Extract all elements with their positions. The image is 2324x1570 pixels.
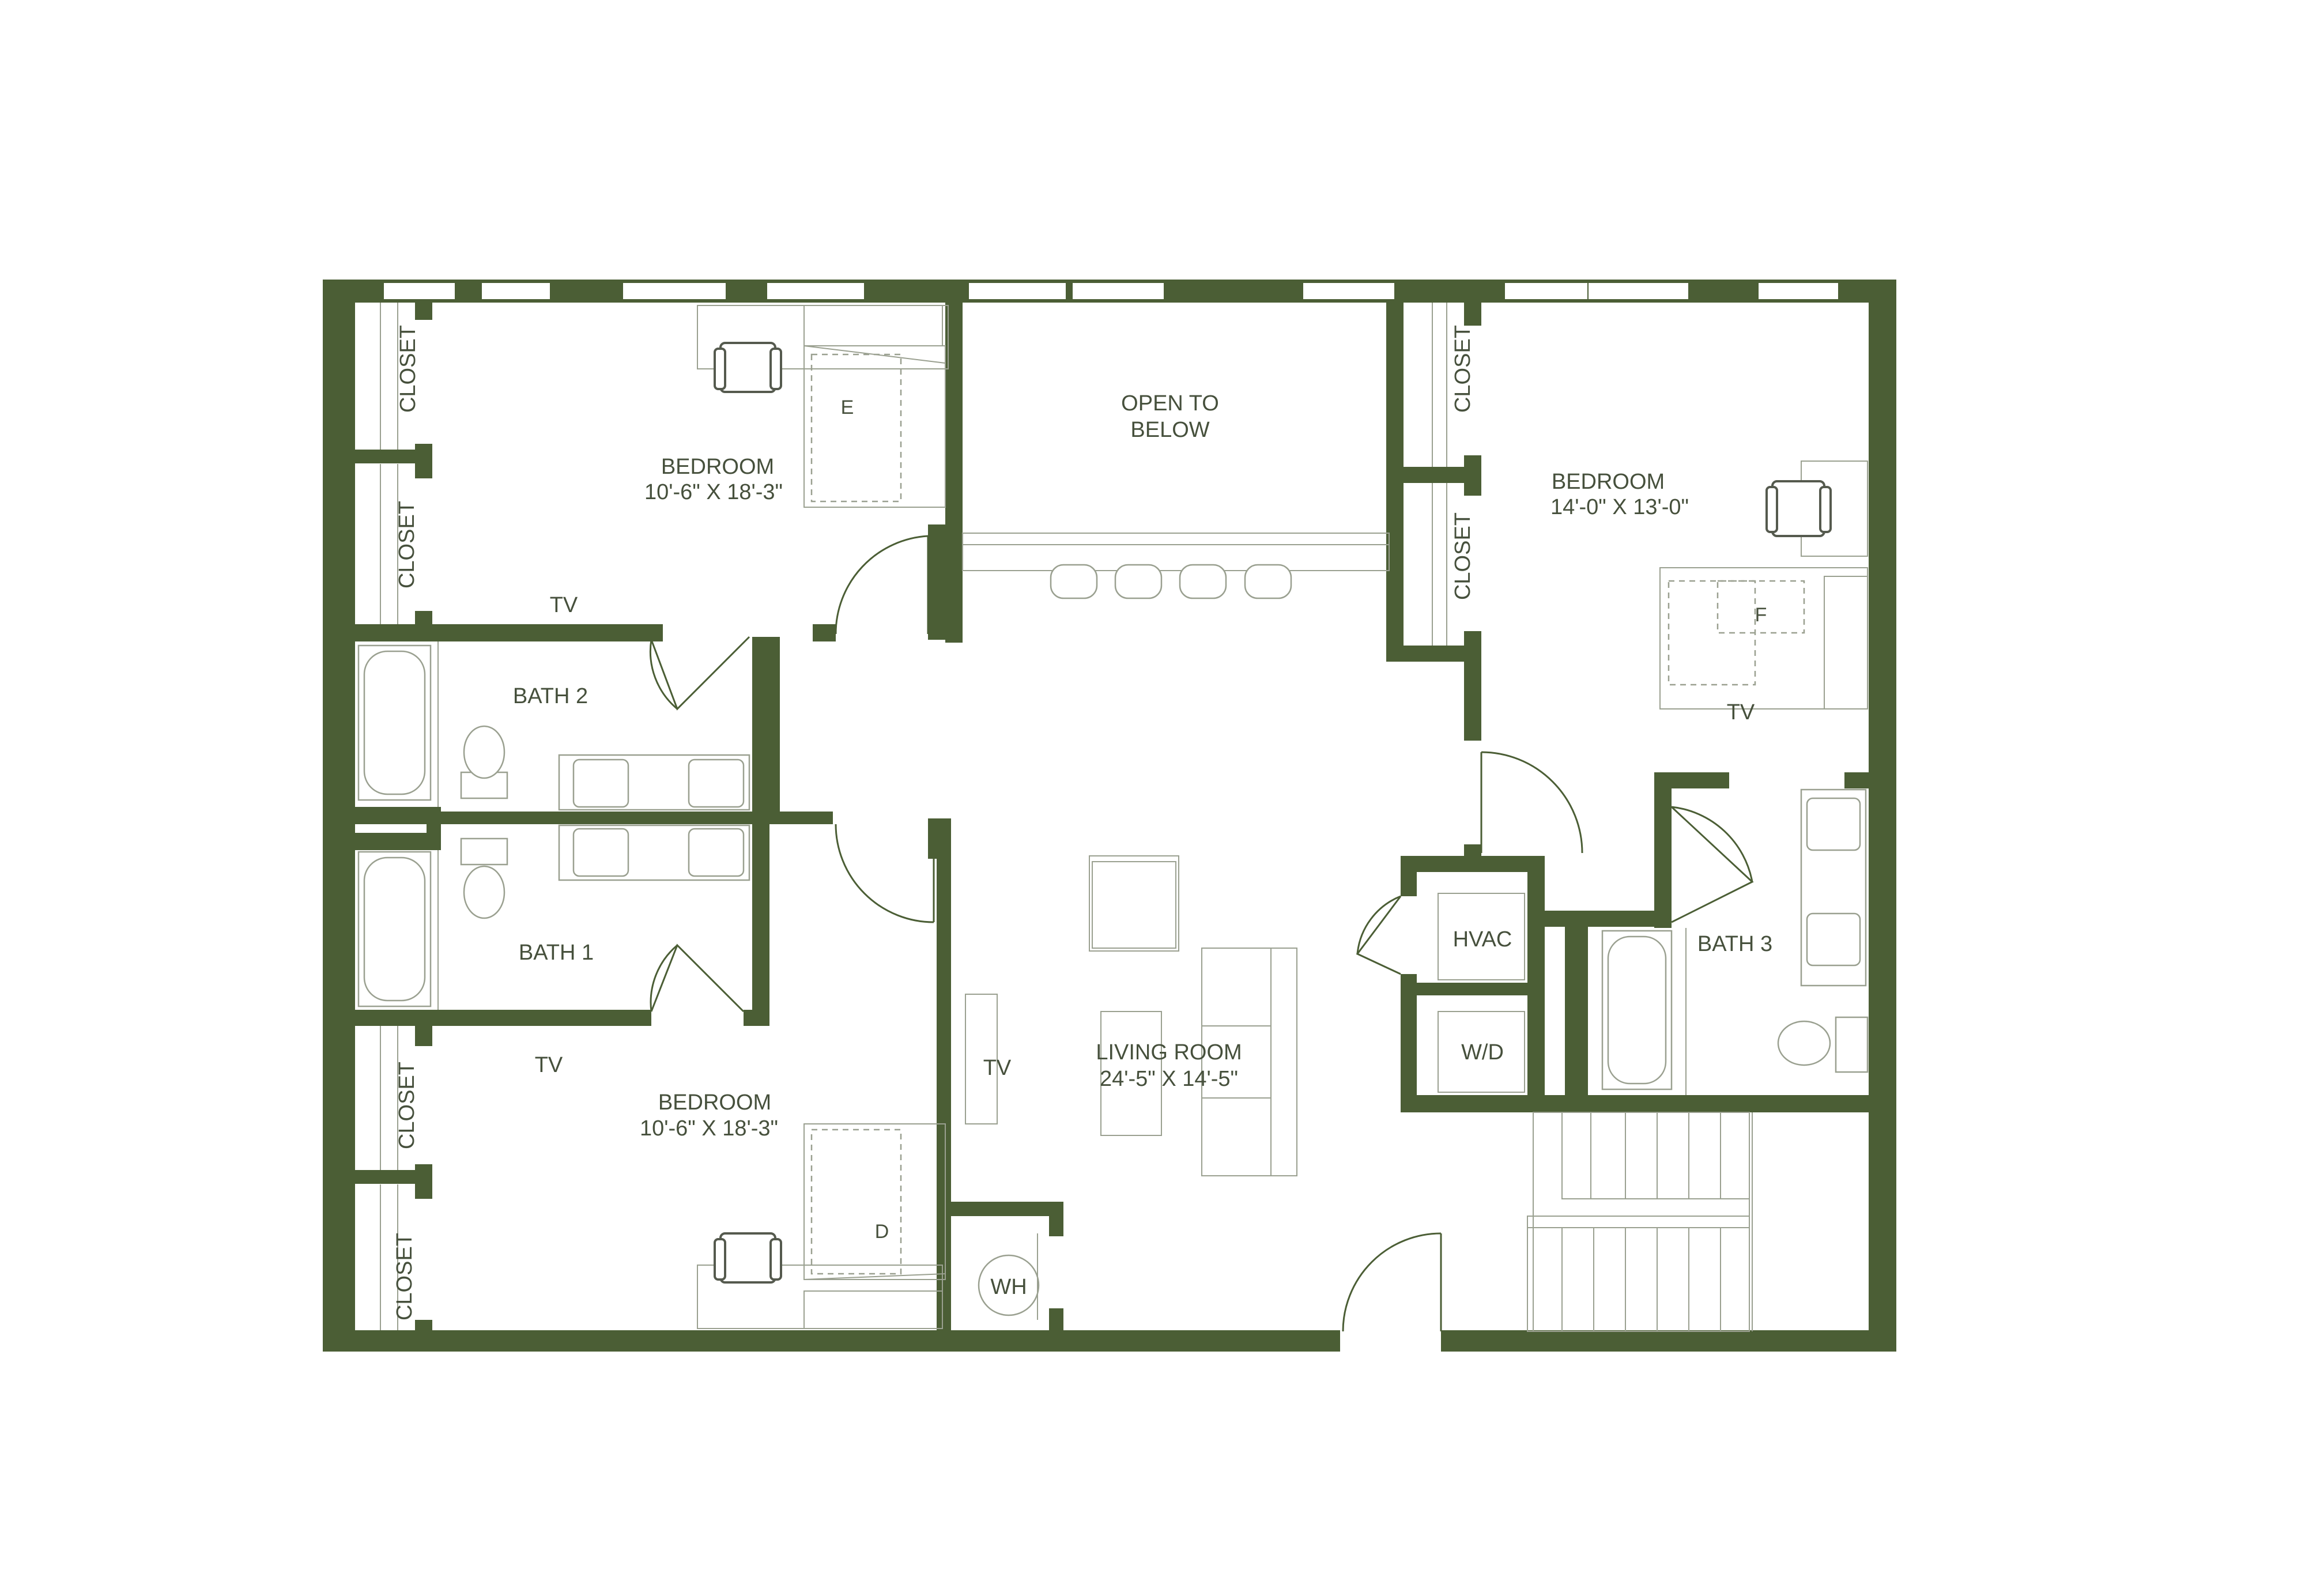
bedroom-bottom-left-name: BEDROOM [658,1090,771,1115]
bedroom-bottom-left-tv: TV [535,1053,563,1077]
wd-label: W/D [1461,1040,1504,1065]
open-to-below-line1: OPEN TO [1121,391,1219,416]
bedroom-right-tv: TV [1727,700,1755,724]
closet-label: CLOSET [1451,325,1475,413]
bedroom-right-desk-tag: F [1755,604,1767,626]
windows [383,282,1839,300]
living-room-tv: TV [983,1056,1012,1080]
doors [649,535,1754,1332]
interior-walls [352,303,1891,1331]
bedroom-right-dims: 14'-0" X 13'-0" [1550,495,1689,519]
wh-label: WH [990,1275,1027,1299]
closet-label: CLOSET [395,1062,419,1149]
bath-1-name: BATH 1 [519,941,594,965]
bath-3-name: BATH 3 [1697,932,1772,956]
bedroom-bottom-left-desk-tag: D [875,1221,889,1243]
closet-label: CLOSET [1451,512,1475,600]
living-room-name: LIVING ROOM [1096,1040,1242,1065]
closet-label: CLOSET [396,325,420,413]
closet-label: CLOSET [395,501,419,588]
open-to-below-line2: BELOW [1130,418,1209,442]
hvac-label: HVAC [1453,927,1512,952]
chair-icon [714,1232,782,1284]
bedroom-top-left-desk-tag: E [841,397,854,418]
desk-chairs [714,342,1832,1284]
bath-2-name: BATH 2 [513,684,588,708]
chair-icon [714,342,782,393]
chair-icon [1765,480,1832,537]
bedroom-top-left-tv: TV [550,593,578,617]
bedroom-top-left-name: BEDROOM [661,455,774,479]
bedroom-right-name: BEDROOM [1552,470,1665,494]
closet-label: CLOSET [393,1233,417,1320]
living-room-dims: 24'-5" X 14'-5" [1100,1067,1238,1091]
room-labels: BEDROOM 10'-6" X 18'-3" E TV OPEN TO BEL… [393,325,1772,1320]
bedroom-bottom-left-dims: 10'-6" X 18'-3" [640,1116,778,1141]
bedroom-top-left-dims: 10'-6" X 18'-3" [644,480,783,504]
fixture-lines [357,303,1869,1332]
